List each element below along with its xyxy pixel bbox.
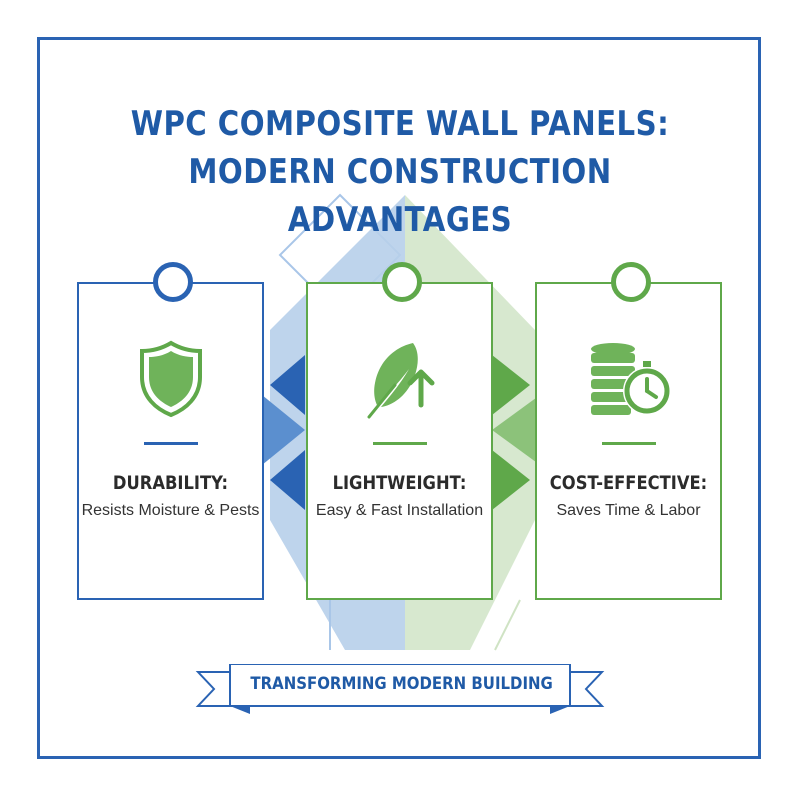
card-ring-durability [152, 262, 193, 302]
green-chevron-lower [492, 450, 530, 510]
ribbon-banner [195, 664, 605, 714]
card-title-lightweight: LIGHTWEIGHT: [332, 472, 467, 494]
card-divider-lightweight [372, 442, 427, 445]
blue-chevron-middle [262, 395, 305, 465]
card-ring-cost-effective [610, 262, 651, 302]
feather-icon [367, 343, 434, 419]
outer-frame [37, 37, 761, 759]
card-icon-durability [79, 339, 262, 424]
card-description-lightweight: Easy & Fast Installation [315, 502, 484, 519]
coins-clock-icon [590, 343, 671, 415]
ribbon-fold-left [230, 706, 250, 714]
ribbon-band [229, 664, 571, 707]
card-ring-lightweight [381, 262, 422, 302]
shield-icon [139, 340, 202, 418]
decor-line-right [494, 599, 521, 651]
blue-chevron-upper [270, 355, 305, 415]
card-cost-effective: COST-EFFECTIVE: Saves Time & Labor [535, 262, 722, 600]
card-title-durability: DURABILITY: [112, 472, 229, 494]
card-description-cost-effective: Saves Time & Labor [556, 502, 701, 519]
card-lightweight: LIGHTWEIGHT: Easy & Fast Installation [306, 262, 493, 600]
card-icon-cost-effective [537, 339, 720, 424]
card-divider-cost-effective [601, 442, 656, 445]
card-durability: DURABILITY: Resists Moisture & Pests [77, 262, 264, 600]
ribbon-fold-right [550, 706, 570, 714]
page-title-line-1: WPC COMPOSITE WALL PANELS: [130, 104, 670, 144]
green-chevron-middle [492, 395, 540, 465]
page-title-line-2: MODERN CONSTRUCTION ADVANTAGES [188, 152, 612, 240]
card-title-cost-effective: COST-EFFECTIVE: [549, 472, 708, 494]
blue-chevron-lower [270, 450, 305, 510]
card-description-durability: Resists Moisture & Pests [81, 502, 260, 519]
card-icon-lightweight [308, 339, 491, 424]
banner-text: TRANSFORMING MODERN BUILDING [250, 674, 553, 694]
green-chevron-upper [492, 355, 530, 415]
card-divider-durability [143, 442, 198, 445]
